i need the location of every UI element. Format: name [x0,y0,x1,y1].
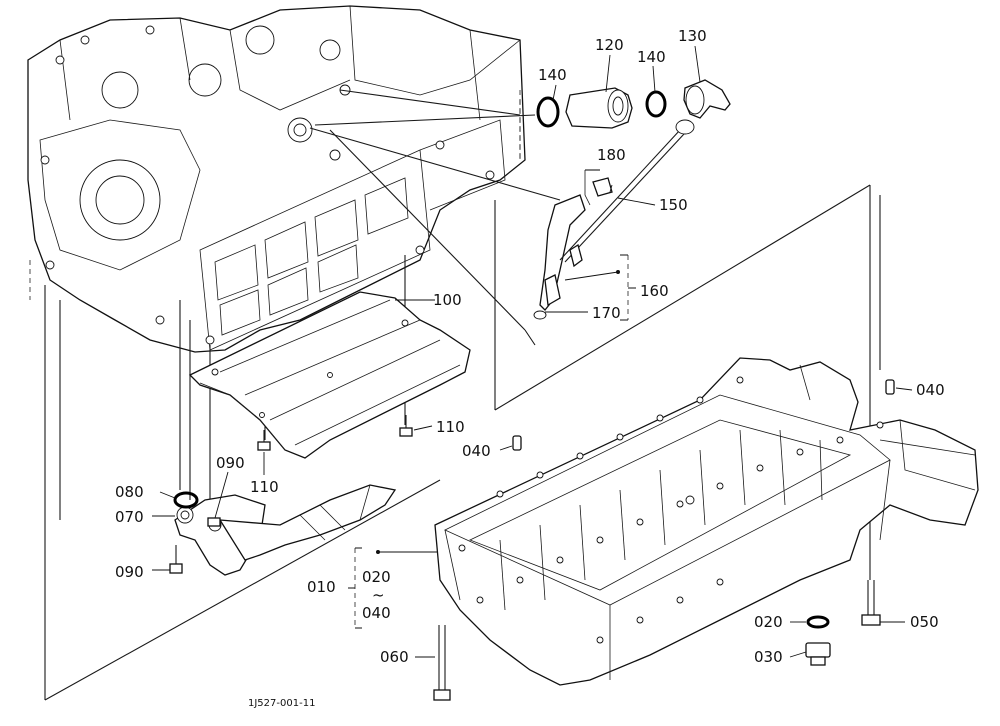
callout-060: 060 [380,648,409,666]
oil-pan-baffle-part [188,291,471,459]
callout-040-range-end: 040 [362,604,391,622]
callout-090-lower: 090 [115,563,144,581]
assembly-guide-lines [44,89,881,701]
engine-block [27,5,526,353]
callout-110-left: 110 [250,478,279,496]
callout-040-left: 040 [462,442,491,460]
callout-170: 170 [592,304,621,322]
callout-010: 010 [307,578,336,596]
callout-180: 180 [597,146,626,164]
callout-130: 130 [678,27,707,45]
callout-range-tilde: ~ [372,586,385,604]
callout-090-upper: 090 [216,454,245,472]
o-ring-080 [173,491,199,509]
callout-160: 160 [640,282,669,300]
callout-040-right: 040 [916,381,945,399]
callout-070: 070 [115,508,144,526]
callout-labels: 120 130 140 140 180 150 160 170 100 110 … [115,27,945,709]
callout-020-range-start: 020 [362,568,391,586]
callout-080: 080 [115,483,144,501]
oil-strainer-part [174,484,397,576]
bolts-and-plugs [169,379,895,701]
o-ring-140-left [536,96,560,128]
callout-140-left: 140 [538,66,567,84]
callout-120: 120 [595,36,624,54]
callout-100: 100 [433,291,462,309]
drawing-reference-caption: 1J527-001-11 [248,698,315,709]
oil-pan-part [434,357,979,686]
oil-filler-parts [519,79,731,320]
callout-brackets [348,254,636,629]
callout-150: 150 [659,196,688,214]
callout-030: 030 [754,648,783,666]
callout-020: 020 [754,613,783,631]
leader-lines [152,45,913,658]
callout-050: 050 [910,613,939,631]
callout-140-right: 140 [637,48,666,66]
callout-110-right: 110 [436,418,465,436]
o-ring-140-right [645,90,667,118]
